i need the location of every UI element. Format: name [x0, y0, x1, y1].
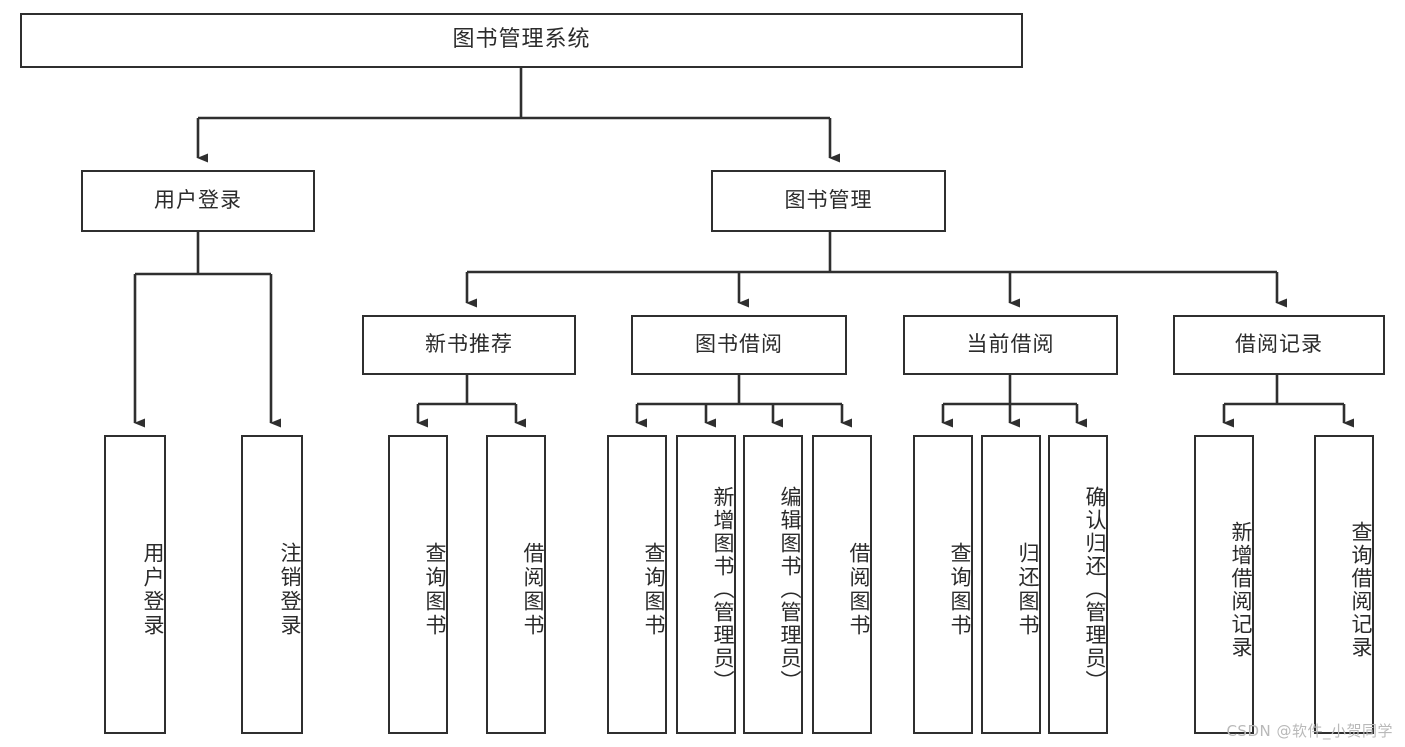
node-user-login-label: 用户登录	[154, 188, 242, 213]
node-current-borrow-label: 当前借阅	[966, 332, 1055, 357]
node-leaf-query-book-2-label: 查询图书	[642, 541, 666, 638]
node-leaf-query-book-1[interactable]: 查询图书	[388, 435, 448, 734]
node-leaf-add-record-label: 新增借阅记录	[1229, 520, 1253, 659]
node-leaf-confirm-return[interactable]: 确认归还（管理员）	[1048, 435, 1108, 734]
node-leaf-edit-book[interactable]: 编辑图书（管理员）	[743, 435, 803, 734]
node-leaf-add-book[interactable]: 新增图书（管理员）	[676, 435, 736, 734]
node-leaf-logout-login-label: 注销登录	[278, 541, 302, 638]
node-leaf-confirm-return-label: 确认归还（管理员）	[1083, 486, 1107, 693]
node-leaf-return-book[interactable]: 归还图书	[981, 435, 1041, 734]
node-book-borrow[interactable]: 图书借阅	[631, 315, 847, 375]
node-leaf-borrow-book-1-label: 借阅图书	[521, 541, 545, 638]
node-root-label: 图书管理系统	[452, 27, 591, 53]
node-leaf-query-book-1-label: 查询图书	[423, 541, 447, 638]
node-leaf-query-record[interactable]: 查询借阅记录	[1314, 435, 1374, 734]
node-leaf-edit-book-label: 编辑图书（管理员）	[778, 486, 802, 693]
node-leaf-query-record-label: 查询借阅记录	[1349, 520, 1373, 659]
node-leaf-user-login-label: 用户登录	[141, 541, 165, 638]
node-leaf-borrow-book-1[interactable]: 借阅图书	[486, 435, 546, 734]
node-leaf-return-book-label: 归还图书	[1016, 541, 1040, 638]
node-new-book-recommend-label: 新书推荐	[425, 332, 513, 357]
node-user-login[interactable]: 用户登录	[81, 170, 315, 232]
node-leaf-borrow-book-2[interactable]: 借阅图书	[812, 435, 872, 734]
node-leaf-add-record[interactable]: 新增借阅记录	[1194, 435, 1254, 734]
node-book-borrow-label: 图书借阅	[695, 332, 783, 357]
node-leaf-add-book-label: 新增图书（管理员）	[711, 486, 735, 693]
node-leaf-logout-login[interactable]: 注销登录	[241, 435, 303, 734]
node-borrow-record-label: 借阅记录	[1235, 332, 1323, 357]
node-root[interactable]: 图书管理系统	[20, 13, 1023, 68]
csdn-watermark: CSDN @软件_小贺同学	[1226, 722, 1393, 740]
node-leaf-borrow-book-2-label: 借阅图书	[847, 541, 871, 638]
node-new-book-recommend[interactable]: 新书推荐	[362, 315, 576, 375]
node-leaf-query-book-3[interactable]: 查询图书	[913, 435, 973, 734]
node-leaf-query-book-3-label: 查询图书	[948, 541, 972, 638]
node-book-manage-label: 图书管理	[784, 188, 873, 213]
node-borrow-record[interactable]: 借阅记录	[1173, 315, 1385, 375]
node-leaf-query-book-2[interactable]: 查询图书	[607, 435, 667, 734]
node-current-borrow[interactable]: 当前借阅	[903, 315, 1118, 375]
node-leaf-user-login[interactable]: 用户登录	[104, 435, 166, 734]
node-book-manage[interactable]: 图书管理	[711, 170, 946, 232]
